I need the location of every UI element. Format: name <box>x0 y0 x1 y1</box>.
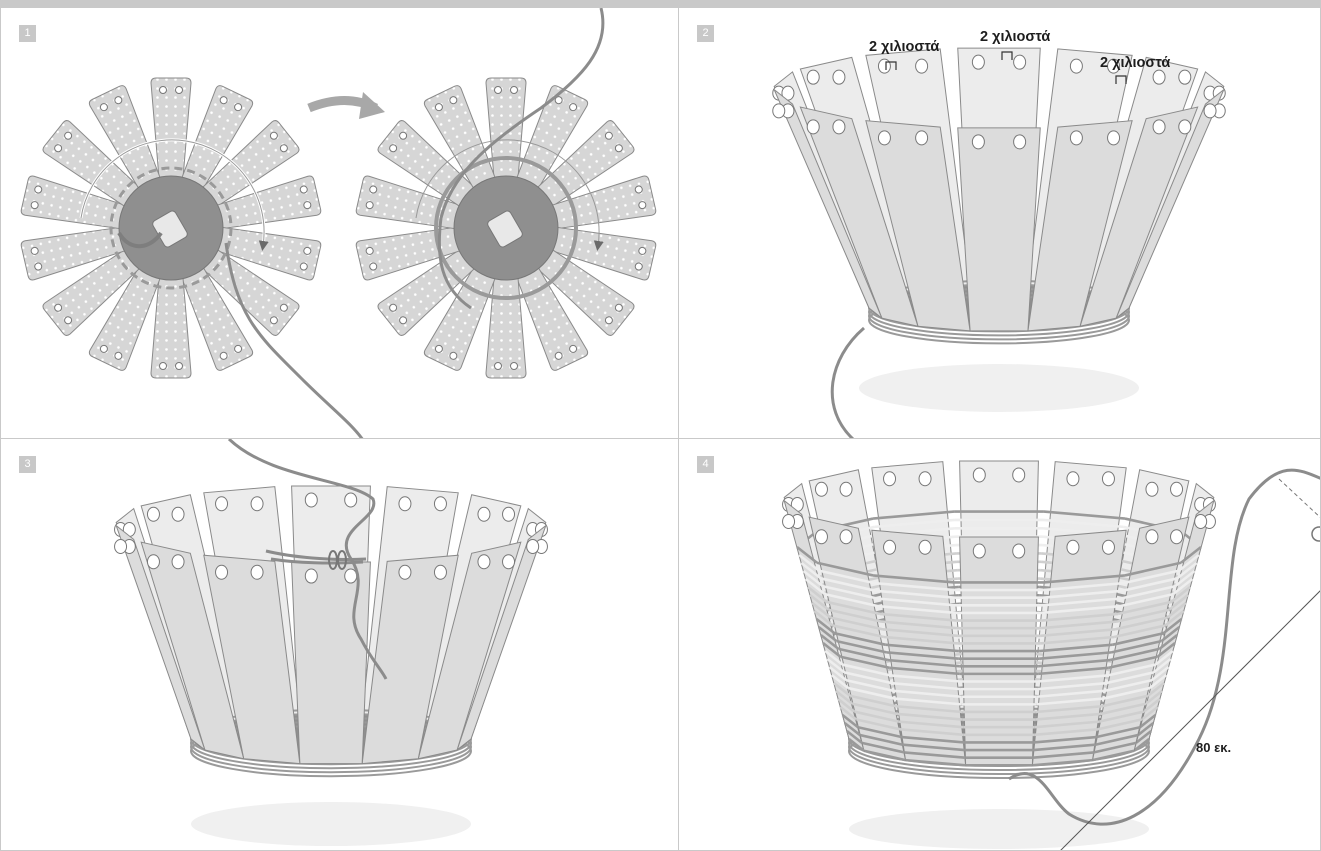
step-number-badge: 3 <box>19 456 36 473</box>
petal-strip <box>216 226 322 281</box>
basket-upright <box>114 485 548 778</box>
flat-basket-base-after <box>355 77 657 379</box>
petal-strip <box>355 226 461 281</box>
petal-strip <box>485 277 527 379</box>
rope <box>224 242 364 438</box>
petal-strip <box>20 226 126 281</box>
rope <box>830 326 865 438</box>
petal-strip <box>88 85 161 189</box>
petal-strip <box>181 267 254 371</box>
rope <box>1008 468 1320 826</box>
petal-strip <box>42 249 141 336</box>
basket-strip <box>456 524 548 752</box>
length-label: 80 εκ. <box>1196 740 1232 755</box>
petal-strip <box>551 175 657 230</box>
petal-strip <box>150 277 192 379</box>
basket-strip <box>772 89 884 320</box>
petal-strip <box>88 267 161 371</box>
basket-strip <box>140 541 245 760</box>
step-1-panel: 1 <box>0 7 679 439</box>
petal-strip <box>42 120 141 207</box>
step-4-panel: 4 80 εκ. <box>678 438 1321 851</box>
petal-strip <box>485 77 527 179</box>
basket-strip <box>1027 120 1133 332</box>
basket-strip <box>417 541 522 760</box>
step-number-badge: 2 <box>697 25 714 42</box>
basket-strip <box>114 524 206 752</box>
step-2-illustration <box>772 47 1226 438</box>
basket-strip <box>957 127 1041 332</box>
step-number-badge: 4 <box>697 456 714 473</box>
step-4-illustration <box>782 460 1320 850</box>
woven-basket <box>782 460 1216 779</box>
petal-strip <box>355 175 461 230</box>
flat-basket-base-before <box>20 77 322 379</box>
gap-label: 2 χιλιοστά <box>980 29 1051 45</box>
top-bar <box>0 0 1321 7</box>
basket-strip <box>1114 89 1226 320</box>
basket-strip <box>799 106 919 327</box>
basket-strip <box>1079 106 1199 327</box>
step-2-panel: 2 2 χιλιοστά 2 χιλιοστά 2 χιλιοστά <box>678 7 1321 439</box>
basket-strip <box>361 554 459 765</box>
rope <box>227 439 388 680</box>
step-1-illustration <box>20 8 657 438</box>
petal-strip <box>150 77 192 179</box>
petal-strip <box>181 85 254 189</box>
gap-label: 2 χιλιοστά <box>1100 55 1171 71</box>
petal-strip <box>551 226 657 281</box>
step-number-badge: 1 <box>19 25 36 42</box>
petal-strip <box>201 120 300 207</box>
rope <box>437 8 605 310</box>
measure-line <box>1060 590 1320 850</box>
petal-strip <box>216 175 322 230</box>
basket-strip <box>865 120 971 332</box>
gap-label: 2 χιλιοστά <box>869 39 940 55</box>
step-3-panel: 3 <box>0 438 679 851</box>
step-3-illustration <box>114 439 548 846</box>
petal-strip <box>20 175 126 230</box>
basket-upright <box>772 47 1226 345</box>
petal-strip <box>201 249 300 336</box>
basket-strip <box>203 554 301 765</box>
